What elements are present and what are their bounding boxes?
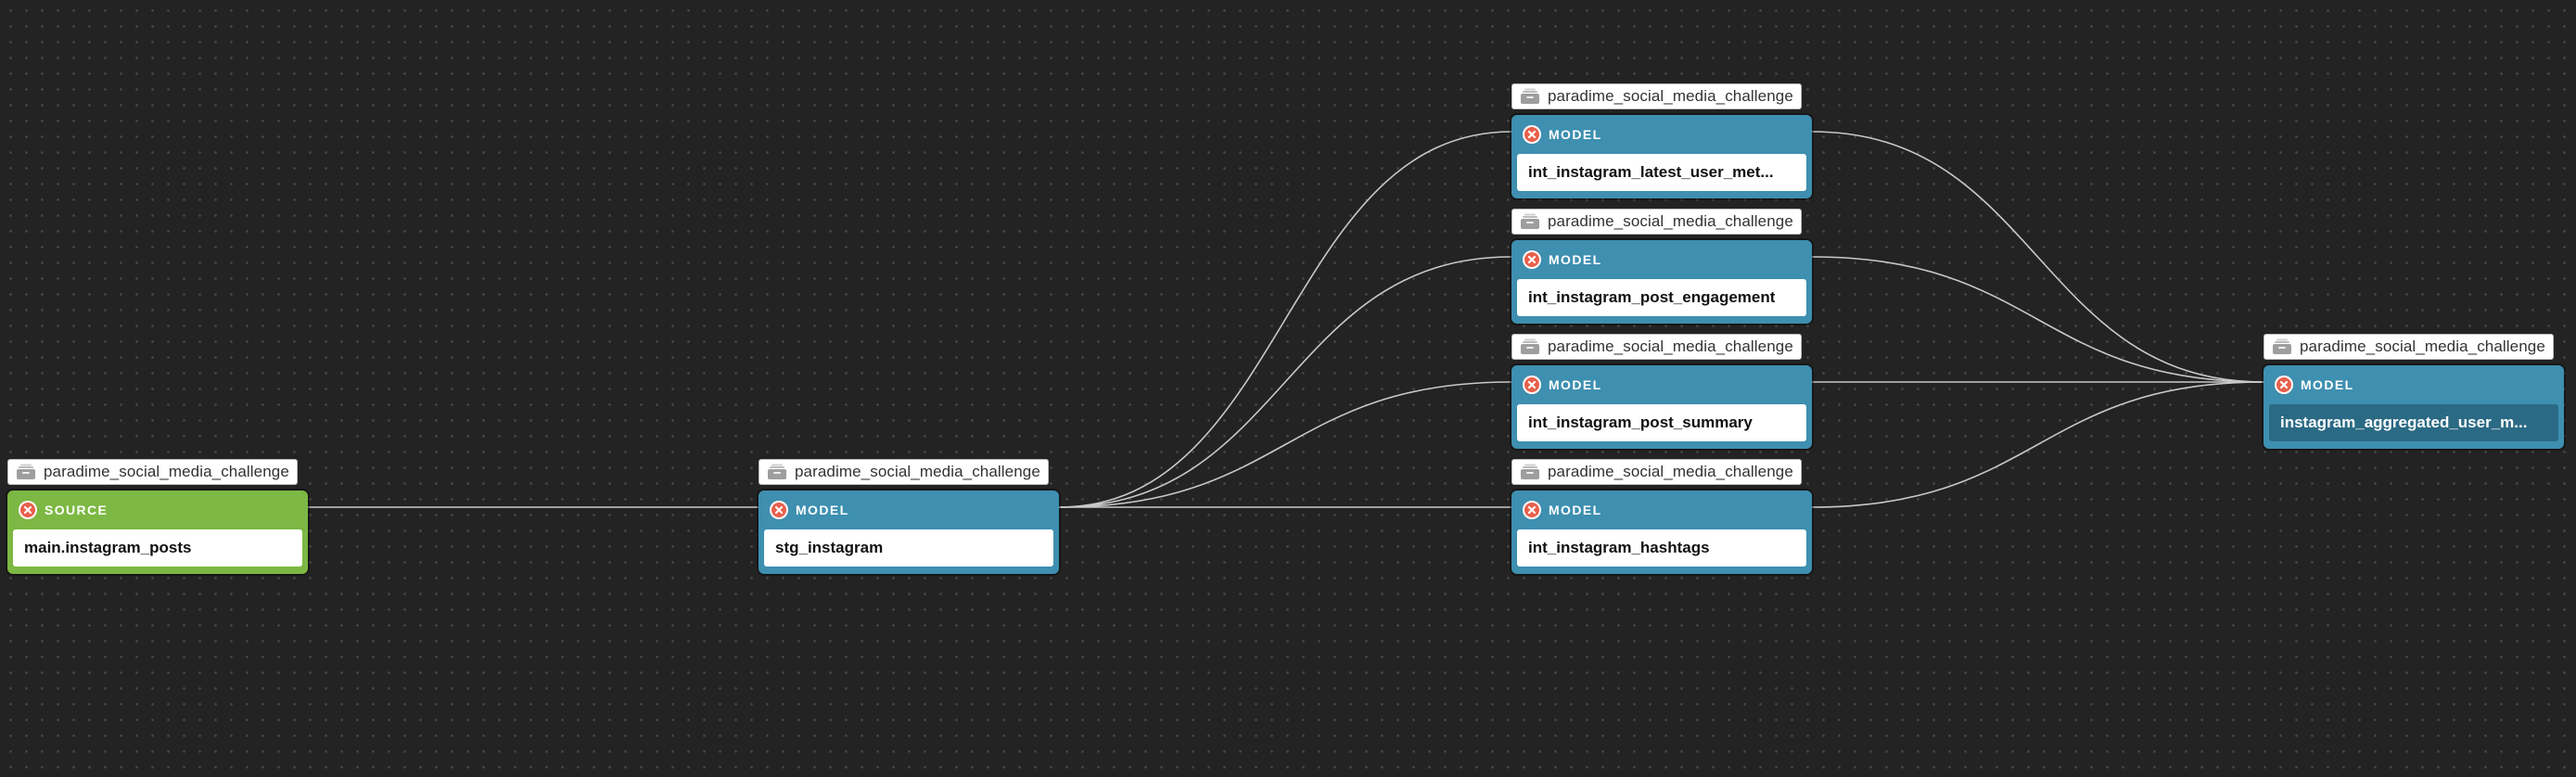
edge-int_instagram_post_engagement-to-instagram_aggregated_user_metrics [1811,256,2264,383]
node-name-box[interactable]: main.instagram_posts [13,529,302,567]
node-type-label: MODEL [1549,127,1602,142]
node-type-label: MODEL [1549,252,1602,267]
project-tag: paradime_social_media_challenge [1511,83,1802,109]
edge-int_instagram_hashtags-to-instagram_aggregated_user_metrics [1811,381,2264,508]
folder-stack-icon [1520,338,1540,355]
node-card[interactable]: MODEL stg_instagram [759,490,1059,574]
folder-stack-icon [2272,338,2292,355]
node-name: instagram_aggregated_user_m... [2280,414,2528,431]
error-x-icon [2275,376,2293,394]
error-x-icon [19,501,37,519]
error-x-icon [770,501,788,519]
node-name: int_instagram_post_engagement [1528,288,1776,306]
node-card[interactable]: MODEL int_instagram_hashtags [1511,490,1812,574]
node-name: int_instagram_hashtags [1528,539,1710,556]
project-name: paradime_social_media_challenge [795,463,1040,480]
project-name: paradime_social_media_challenge [44,463,289,480]
node-card[interactable]: MODEL int_instagram_post_summary [1511,365,1812,449]
project-tag: paradime_social_media_challenge [2264,334,2554,360]
error-x-icon [1523,250,1541,269]
node-card[interactable]: MODEL int_instagram_post_engagement [1511,240,1812,324]
node-name-box[interactable]: int_instagram_hashtags [1517,529,1806,567]
node-card[interactable]: SOURCE main.instagram_posts [7,490,308,574]
project-tag: paradime_social_media_challenge [7,459,298,485]
error-x-icon [1523,501,1541,519]
project-name: paradime_social_media_challenge [2300,338,2545,355]
node-card[interactable]: MODEL instagram_aggregated_user_m... [2264,365,2564,449]
node-name-box[interactable]: int_instagram_post_engagement [1517,279,1806,316]
node-type-label: MODEL [1549,377,1602,392]
node-name-box[interactable]: int_instagram_post_summary [1517,404,1806,441]
project-tag: paradime_social_media_challenge [759,459,1049,485]
node-name: int_instagram_post_summary [1528,414,1753,431]
project-name: paradime_social_media_challenge [1548,212,1793,230]
folder-stack-icon [1520,464,1540,480]
node-type-label: MODEL [2301,377,2354,392]
edge-stg_instagram-to-int_instagram_post_engagement [1058,256,1512,508]
edge-stg_instagram-to-int_instagram_latest_user_metrics [1058,131,1512,508]
error-x-icon [1523,125,1541,144]
node-name: int_instagram_latest_user_met... [1528,163,1774,181]
node-card[interactable]: MODEL int_instagram_latest_user_met... [1511,115,1812,198]
project-name: paradime_social_media_challenge [1548,87,1793,105]
project-tag: paradime_social_media_challenge [1511,209,1802,235]
node-name: main.instagram_posts [24,539,192,556]
edge-stg_instagram-to-int_instagram_post_summary [1058,381,1512,508]
node-type-label: SOURCE [45,503,108,517]
node-name: stg_instagram [775,539,884,556]
folder-stack-icon [16,464,36,480]
node-type-label: MODEL [1549,503,1602,517]
folder-stack-icon [1520,213,1540,230]
node-name-box-selected[interactable]: instagram_aggregated_user_m... [2269,404,2558,441]
node-name-box[interactable]: stg_instagram [764,529,1053,567]
project-tag: paradime_social_media_challenge [1511,334,1802,360]
error-x-icon [1523,376,1541,394]
node-type-label: MODEL [796,503,849,517]
project-tag: paradime_social_media_challenge [1511,459,1802,485]
project-name: paradime_social_media_challenge [1548,463,1793,480]
project-name: paradime_social_media_challenge [1548,338,1793,355]
folder-stack-icon [767,464,787,480]
node-name-box[interactable]: int_instagram_latest_user_met... [1517,154,1806,191]
edge-int_instagram_latest_user_metrics-to-instagram_aggregated_user_metrics [1811,131,2264,383]
folder-stack-icon [1520,88,1540,105]
